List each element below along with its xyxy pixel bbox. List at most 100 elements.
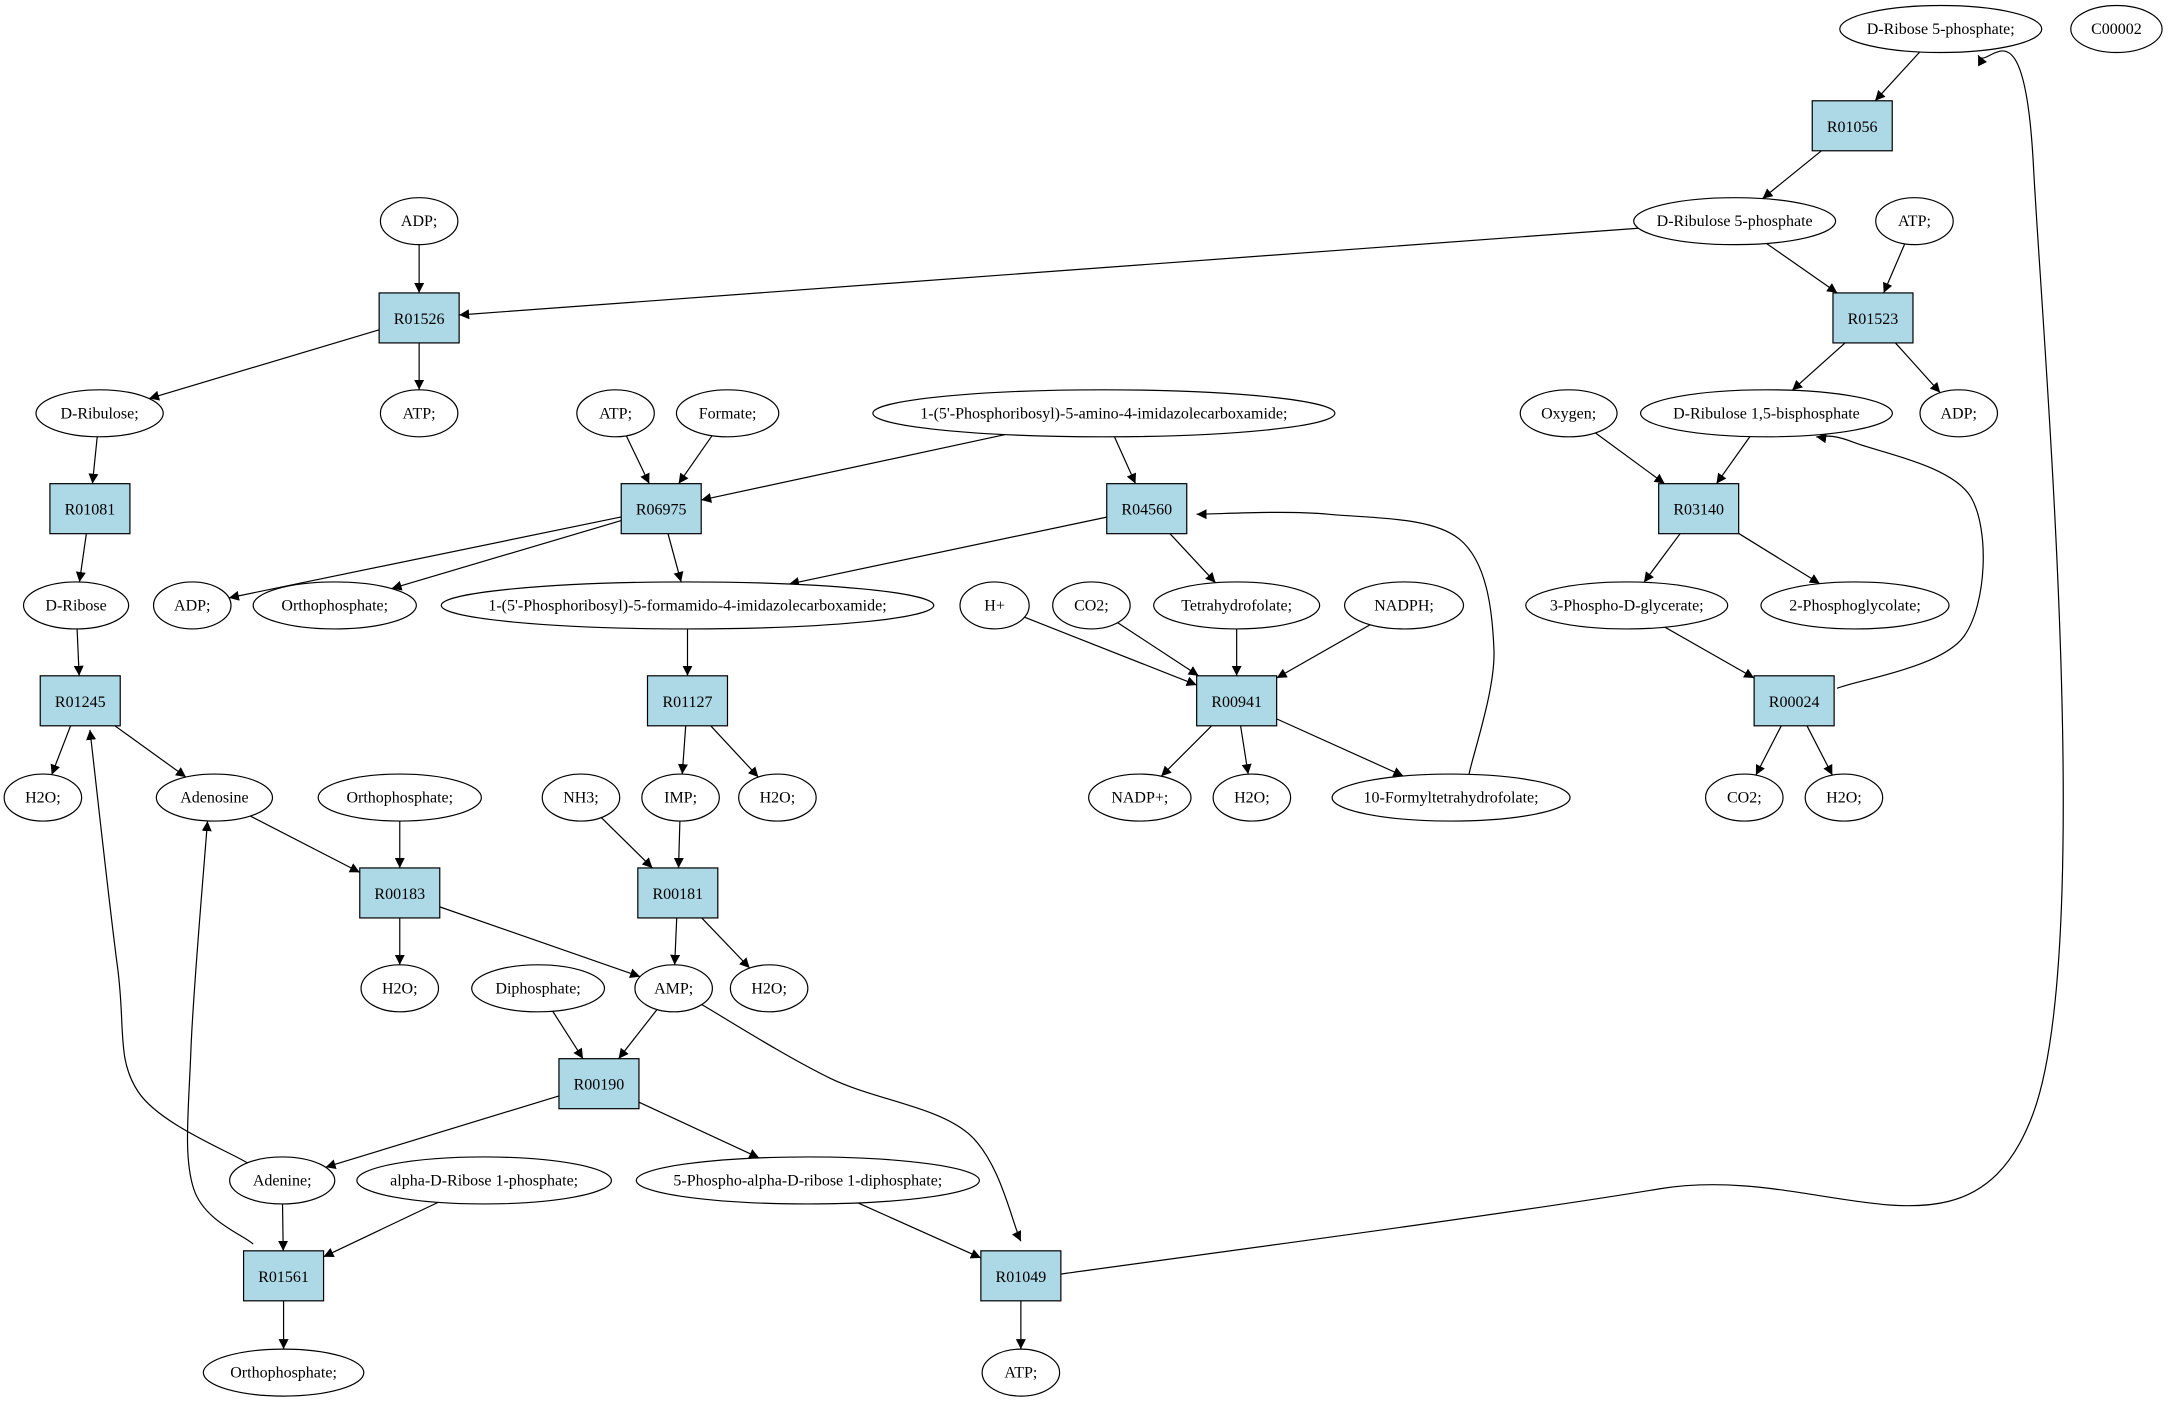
compound-node-atp_r1526[interactable]: ATP; [379, 389, 459, 438]
reaction-label: R01561 [258, 1269, 309, 1286]
compound-node-oxygen[interactable]: Oxygen; [1519, 389, 1618, 438]
compound-node-atp_r1523[interactable]: ATP; [1875, 197, 1954, 246]
compound-node-h2o_r941[interactable]: H2O; [1212, 773, 1292, 822]
compound-label: ADP; [401, 213, 437, 230]
reaction-node-r00941[interactable]: R00941 [1196, 675, 1278, 727]
edge-prpp-to-r01049 [857, 1202, 982, 1259]
compound-ellipse [22, 581, 130, 630]
reaction-node-r01056[interactable]: R01056 [1811, 100, 1893, 152]
compound-node-atp_r1049[interactable]: ATP; [981, 1348, 1061, 1397]
compound-node-pg2[interactable]: 2-Phosphoglycolate; [1760, 581, 1950, 630]
reaction-node-r06975[interactable]: R06975 [620, 483, 702, 535]
compound-node-thf[interactable]: Tetrahydrofolate; [1153, 581, 1321, 630]
edge-aicar-to-r04560 [1113, 436, 1137, 484]
compound-ellipse [1088, 773, 1192, 822]
compound-ellipse [1919, 389, 1999, 438]
reaction-node-r00181[interactable]: R00181 [637, 867, 719, 919]
compound-node-adenosine[interactable]: Adenosine [155, 773, 274, 822]
compound-ellipse [440, 581, 935, 630]
compound-node-pga3[interactable]: 3-Phospho-D-glycerate; [1525, 581, 1729, 630]
reaction-node-r01245[interactable]: R01245 [39, 675, 121, 727]
edge-ribulose-to-r01081 [88, 436, 99, 484]
compound-node-ribulose[interactable]: D-Ribulose; [35, 389, 164, 438]
compound-label: Formate; [699, 405, 757, 422]
compound-ellipse [635, 1156, 980, 1205]
edge-r04560-to-faicar [788, 516, 1107, 587]
reaction-box [242, 1250, 325, 1302]
reaction-node-r01049[interactable]: R01049 [980, 1250, 1062, 1302]
compound-node-nadph[interactable]: NADPH; [1343, 581, 1465, 630]
edge-adenosine-to-r00183 [250, 815, 361, 873]
reaction-node-r00024[interactable]: R00024 [1753, 675, 1835, 727]
reaction-node-r01081[interactable]: R01081 [49, 483, 131, 535]
compound-node-adp1[interactable]: ADP; [379, 197, 459, 246]
compound-ellipse [317, 773, 482, 822]
edge-r01245-to-adenosine [114, 725, 187, 778]
compound-node-h2o_r181[interactable]: H2O; [729, 964, 809, 1013]
edge-r06975-to-pi_r6975 [391, 519, 622, 591]
compound-label: ATP; [403, 405, 436, 422]
reaction-node-r01523[interactable]: R01523 [1832, 292, 1914, 344]
compound-node-adp_r6975[interactable]: ADP; [152, 581, 232, 630]
compound-node-hplus[interactable]: H+ [959, 581, 1030, 630]
edge-diphosphate-to-r00190 [552, 1010, 584, 1060]
compound-node-imp[interactable]: IMP; [641, 773, 720, 822]
reaction-node-r01127[interactable]: R01127 [646, 675, 729, 727]
edge-ribose-to-r01245 [73, 628, 84, 676]
reaction-node-r00183[interactable]: R00183 [359, 867, 441, 919]
compound-node-co2_r24[interactable]: CO2; [1704, 773, 1784, 822]
edge-atp_r1523-to-r01523 [1883, 243, 1906, 294]
compound-node-pi_r6975[interactable]: Orthophosphate; [252, 581, 417, 630]
compound-node-rubp[interactable]: D-Ribulose 1,5-bisphosphate [1639, 389, 1893, 438]
compound-node-ribose5p[interactable]: D-Ribose 5-phosphate; [1839, 4, 2043, 54]
reaction-label: R01127 [662, 694, 712, 711]
reaction-box [1658, 483, 1740, 535]
edge-r00941-to-fthf [1276, 718, 1404, 777]
edge-r06975-to-faicar [667, 533, 684, 583]
compound-node-r1p[interactable]: alpha-D-Ribose 1-phosphate; [356, 1156, 613, 1205]
compound-node-adenine[interactable]: Adenine; [229, 1156, 336, 1205]
edge-r01127-to-imp [677, 725, 688, 775]
reaction-node-r03140[interactable]: R03140 [1658, 483, 1740, 535]
compound-node-h2o_r24[interactable]: H2O; [1804, 773, 1884, 822]
compound-node-adp_r1523[interactable]: ADP; [1919, 389, 1999, 438]
compound-node-pi_r1561[interactable]: Orthophosphate; [202, 1348, 365, 1397]
compound-label: alpha-D-Ribose 1-phosphate; [390, 1172, 578, 1189]
reaction-node-r04560[interactable]: R04560 [1106, 483, 1188, 535]
compound-node-co2_r941[interactable]: CO2; [1052, 581, 1131, 630]
compound-label: Adenosine [180, 790, 248, 807]
edge-r01523-to-rubp [1791, 342, 1846, 391]
compound-node-faicar[interactable]: 1-(5'-Phosphoribosyl)-5-formamido-4-imid… [440, 581, 935, 630]
reaction-node-r00190[interactable]: R00190 [558, 1058, 640, 1110]
edge-r01049-to-ribose5p [1058, 50, 2064, 1276]
compound-node-h2o_r183[interactable]: H2O; [360, 964, 440, 1013]
compound-node-ribulose5p[interactable]: D-Ribulose 5-phosphate [1633, 197, 1837, 246]
reaction-node-r01561[interactable]: R01561 [242, 1250, 325, 1302]
compound-ellipse [576, 389, 655, 438]
compound-label: NADPH; [1374, 597, 1434, 614]
reaction-node-r01526[interactable]: R01526 [378, 292, 460, 344]
compound-node-diphosphate[interactable]: Diphosphate; [471, 964, 606, 1013]
compound-node-fthf[interactable]: 10-Formyltetrahydrofolate; [1331, 773, 1571, 822]
compound-node-h2o_r1127[interactable]: H2O; [738, 773, 817, 822]
edge-adenine-to-r01561 [278, 1203, 289, 1251]
compound-node-ribose[interactable]: D-Ribose [22, 581, 130, 630]
edge-co2_r941-to-r00941 [1117, 622, 1199, 677]
compound-node-formate[interactable]: Formate; [675, 389, 780, 438]
compound-node-prpp[interactable]: 5-Phospho-alpha-D-ribose 1-diphosphate; [635, 1156, 980, 1205]
compound-node-nh3[interactable]: NH3; [541, 773, 621, 822]
compound-node-nadp[interactable]: NADP+; [1088, 773, 1192, 822]
edge-hplus-to-r00941 [1024, 616, 1197, 687]
compound-ellipse [1760, 581, 1950, 630]
compound-node-amp[interactable]: AMP; [634, 964, 713, 1013]
compound-node-atp_r6975[interactable]: ATP; [576, 389, 655, 438]
compound-node-c00002[interactable]: C00002 [2070, 4, 2163, 54]
compound-node-h2o_r1245[interactable]: H2O; [3, 773, 83, 822]
compound-node-aicar[interactable]: 1-(5'-Phosphoribosyl)-5-amino-4-imidazol… [872, 389, 1336, 438]
compound-ellipse [1153, 581, 1321, 630]
compound-node-pi_r183[interactable]: Orthophosphate; [317, 773, 482, 822]
compound-ellipse [2070, 4, 2163, 54]
reaction-label: R01056 [1827, 119, 1878, 136]
edge-amp-to-r01049 [699, 1003, 1022, 1242]
